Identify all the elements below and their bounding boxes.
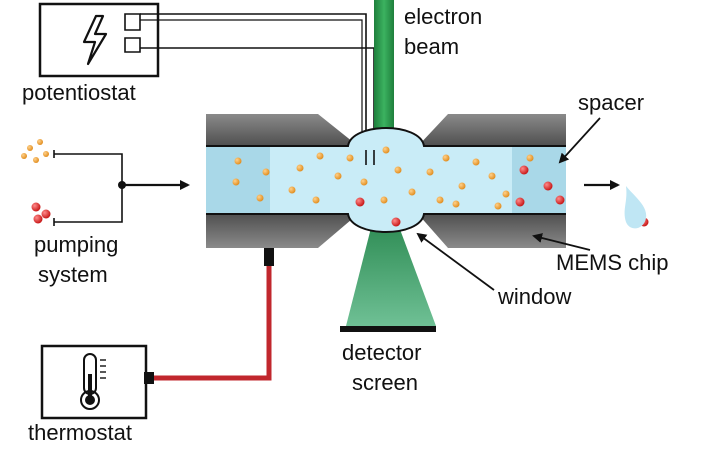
particle-orange	[436, 196, 444, 204]
particle-orange	[360, 178, 368, 186]
particle-orange	[234, 157, 242, 165]
potentiostat-box	[38, 2, 160, 78]
potentiostat-label: potentiostat	[22, 80, 136, 105]
chip-top-left	[206, 114, 358, 146]
particle-red	[391, 217, 401, 227]
pumping-label-line2: system	[38, 262, 108, 287]
detector-screen-bar	[340, 326, 436, 332]
particle-orange	[288, 186, 296, 194]
liquid-channel	[206, 127, 566, 233]
pumping-system	[53, 150, 190, 226]
particle-orange	[296, 164, 304, 172]
spacer-label: spacer	[578, 90, 644, 115]
chip-bottom-left	[206, 214, 358, 248]
thermostat-cable	[144, 248, 274, 384]
particle-orange	[316, 152, 324, 160]
particle-orange	[382, 146, 390, 154]
particle-orange	[442, 154, 450, 162]
detector-cone	[346, 224, 436, 326]
particle-red	[355, 197, 365, 207]
particle-orange	[27, 145, 33, 151]
particle-red	[543, 181, 553, 191]
particle-orange	[37, 139, 43, 145]
particle-red	[33, 214, 43, 224]
particle-orange	[472, 158, 480, 166]
thermostat-box	[40, 344, 148, 420]
particle-red	[515, 197, 525, 207]
particle-orange	[232, 178, 240, 186]
particle-red	[519, 165, 529, 175]
thermostat-label: thermostat	[28, 420, 132, 445]
thermometer-icon	[80, 353, 106, 410]
particle-red	[41, 209, 51, 219]
electron-beam-label-line1: electron	[404, 4, 482, 29]
particle-orange	[43, 151, 49, 157]
particle-orange	[21, 153, 27, 159]
chip-top-right	[418, 114, 566, 146]
particle-orange	[408, 188, 416, 196]
particle-red	[555, 195, 565, 205]
particle-orange	[394, 166, 402, 174]
particle-orange	[256, 194, 264, 202]
particle-orange	[452, 200, 460, 208]
droplet	[624, 186, 647, 229]
particle-orange	[33, 157, 39, 163]
chip-bottom-right	[418, 214, 566, 248]
particle-orange	[502, 190, 510, 198]
detector-label-line1: detector	[342, 340, 422, 365]
particle-orange	[488, 172, 496, 180]
particle-orange	[380, 196, 388, 204]
particle-orange	[458, 182, 466, 190]
particle-orange	[262, 168, 270, 176]
particle-orange	[312, 196, 320, 204]
particle-orange	[346, 154, 354, 162]
particle-orange	[334, 172, 342, 180]
particles	[21, 139, 649, 227]
window-label: window	[497, 284, 571, 309]
particle-red	[31, 202, 41, 212]
electron-beam	[374, 0, 394, 140]
lightning-bolt-icon	[82, 14, 108, 66]
detector-label-line2: screen	[352, 370, 418, 395]
particle-orange	[426, 168, 434, 176]
mems-chip-label: MEMS chip	[556, 250, 668, 275]
pumping-label-line1: pumping	[34, 232, 118, 257]
electron-beam-label-line2: beam	[404, 34, 459, 59]
particle-orange	[526, 154, 534, 162]
particle-orange	[494, 202, 502, 210]
